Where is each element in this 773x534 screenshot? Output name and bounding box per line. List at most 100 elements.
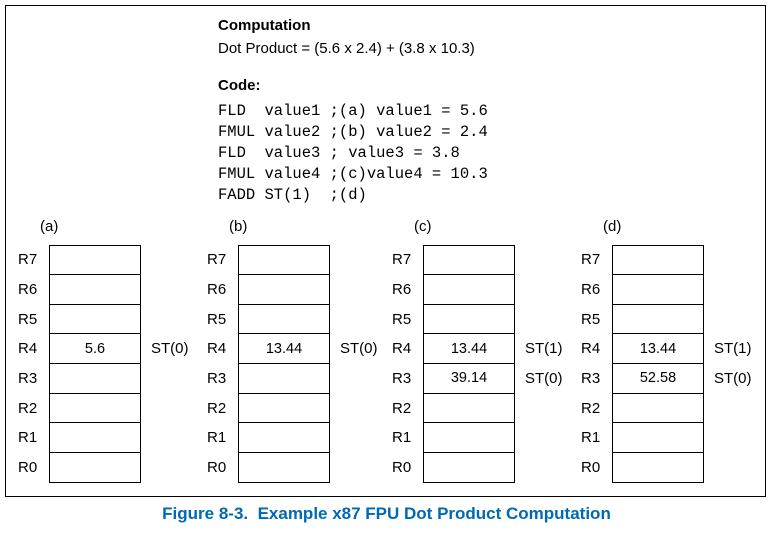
stack-cell bbox=[239, 451, 329, 482]
code-line-fld-value1: FLD value1 ;(a) value1 = 5.6 bbox=[218, 102, 488, 120]
st-pointer-label bbox=[714, 275, 752, 305]
stack-cell: 13.44 bbox=[613, 333, 703, 363]
register-label: R7 bbox=[392, 251, 412, 269]
st-pointer-label bbox=[714, 304, 752, 334]
code-block: Code: FLD value1 ;(a) value1 = 5.6 FMUL … bbox=[218, 76, 488, 206]
stack-cell: 13.44 bbox=[239, 333, 329, 363]
stack-cell bbox=[239, 303, 329, 334]
st-pointer-labels: ST(0) bbox=[340, 245, 378, 482]
register-label: R6 bbox=[581, 280, 601, 298]
stack-cell bbox=[50, 451, 140, 482]
st-pointer-label bbox=[340, 423, 378, 453]
stack-state-label: (d) bbox=[603, 218, 622, 235]
register-label: R3 bbox=[207, 369, 227, 387]
register-label: R4 bbox=[581, 340, 601, 358]
stack-cell bbox=[239, 363, 329, 393]
register-label: R5 bbox=[581, 310, 601, 328]
register-label: R0 bbox=[581, 458, 601, 476]
stack-cell bbox=[239, 422, 329, 452]
st-pointer-label bbox=[340, 275, 378, 305]
stack-cell bbox=[50, 274, 140, 304]
st-pointer-label: ST(0) bbox=[340, 340, 378, 358]
stack-cell bbox=[50, 363, 140, 393]
register-label: R4 bbox=[18, 340, 38, 358]
st-pointer-label bbox=[340, 245, 378, 275]
stack-cell bbox=[239, 246, 329, 274]
stack-cell bbox=[613, 303, 703, 334]
register-cells: 13.44 bbox=[238, 245, 330, 483]
code-line-fld-value3: FLD value3 ; value3 = 3.8 bbox=[218, 144, 460, 162]
stack-cell bbox=[613, 392, 703, 423]
register-cells: 13.44 52.58 bbox=[612, 245, 704, 483]
register-label: R0 bbox=[392, 458, 412, 476]
st-pointer-labels: ST(0) bbox=[151, 245, 189, 482]
st-pointer-label: ST(1) bbox=[525, 340, 563, 358]
stack-cell bbox=[424, 422, 514, 452]
st-pointer-label bbox=[525, 245, 563, 275]
stack-cell bbox=[424, 274, 514, 304]
stack-cell bbox=[613, 451, 703, 482]
register-label: R6 bbox=[207, 280, 227, 298]
stack-state-label: (c) bbox=[414, 218, 432, 235]
st-pointer-label bbox=[525, 304, 563, 334]
stack-cell: 13.44 bbox=[424, 333, 514, 363]
stack-state-label: (a) bbox=[40, 218, 59, 235]
stack-cell bbox=[613, 246, 703, 274]
stack-cell bbox=[424, 246, 514, 274]
stack-cell: 52.58 bbox=[613, 363, 703, 393]
register-label: R2 bbox=[581, 399, 601, 417]
st-pointer-label bbox=[525, 452, 563, 482]
computation-block: Computation Dot Product = (5.6 x 2.4) + … bbox=[218, 16, 475, 58]
st-pointer-label bbox=[340, 304, 378, 334]
st-pointer-label bbox=[151, 452, 189, 482]
register-label: R1 bbox=[581, 429, 601, 447]
stack-cell-value: 52.58 bbox=[639, 370, 677, 387]
register-label: R4 bbox=[207, 340, 227, 358]
st-pointer-labels: ST(1)ST(0) bbox=[525, 245, 563, 482]
st-pointer-label: ST(0) bbox=[151, 340, 189, 358]
stack-cell: 39.14 bbox=[424, 363, 514, 393]
stack-cell bbox=[50, 392, 140, 423]
st-pointer-label bbox=[714, 245, 752, 275]
code-line-fmul-value4: FMUL value4 ;(c)value4 = 10.3 bbox=[218, 165, 488, 183]
code-heading: Code: bbox=[218, 77, 261, 94]
stack-cell bbox=[239, 392, 329, 423]
register-label: R5 bbox=[207, 310, 227, 328]
register-label: R6 bbox=[18, 280, 38, 298]
register-label: R3 bbox=[581, 369, 601, 387]
register-label: R1 bbox=[392, 429, 412, 447]
st-pointer-label bbox=[151, 275, 189, 305]
st-pointer-labels: ST(1)ST(0) bbox=[714, 245, 752, 482]
register-label: R5 bbox=[18, 310, 38, 328]
register-label: R3 bbox=[392, 369, 412, 387]
register-label: R1 bbox=[207, 429, 227, 447]
register-label: R2 bbox=[392, 399, 412, 417]
stack-cell bbox=[50, 246, 140, 274]
stack-state-label: (b) bbox=[229, 218, 248, 235]
stack-cell bbox=[424, 303, 514, 334]
st-pointer-label bbox=[151, 393, 189, 423]
figure-caption: Figure 8-3. Example x87 FPU Dot Product … bbox=[162, 504, 611, 523]
stack-cell-value: 5.6 bbox=[84, 340, 106, 357]
stack-cell-value: 13.44 bbox=[265, 340, 303, 357]
st-pointer-label bbox=[151, 364, 189, 394]
stack-cell-value: 13.44 bbox=[639, 340, 677, 357]
stack-cell: 5.6 bbox=[50, 333, 140, 363]
stack-cell bbox=[613, 274, 703, 304]
st-pointer-label bbox=[151, 423, 189, 453]
st-pointer-label bbox=[525, 423, 563, 453]
register-label: R7 bbox=[207, 251, 227, 269]
st-pointer-label: ST(1) bbox=[714, 340, 752, 358]
register-label: R5 bbox=[392, 310, 412, 328]
st-pointer-label bbox=[525, 275, 563, 305]
